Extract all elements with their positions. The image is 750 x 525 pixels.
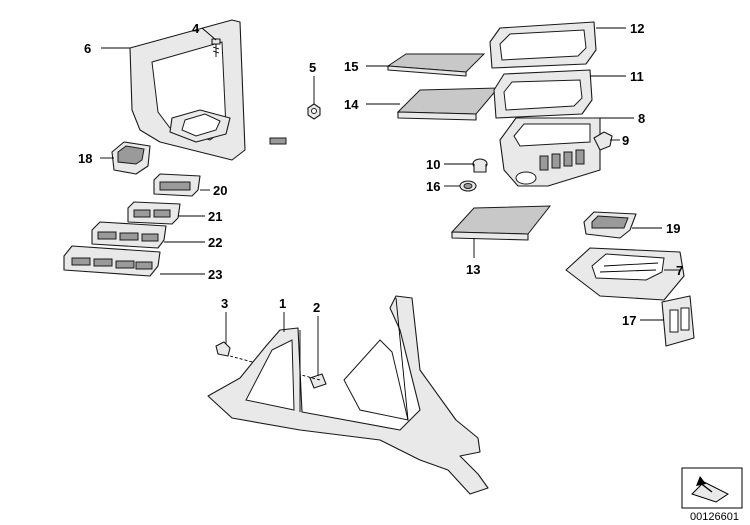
callout-13: 13 <box>466 262 480 277</box>
callout-3: 3 <box>221 296 228 311</box>
part-13-grille[interactable] <box>450 205 552 241</box>
part-6-shift-trim-frame[interactable] <box>129 19 287 161</box>
callout-23: 23 <box>208 267 222 282</box>
callout-4: 4 <box>192 21 200 36</box>
callout-1: 1 <box>279 296 286 311</box>
part-16-plug[interactable] <box>459 180 477 192</box>
callout-9: 9 <box>622 133 629 148</box>
callout-22: 22 <box>208 235 222 250</box>
part-8-console-insert[interactable] <box>499 117 601 187</box>
part-10-plug[interactable] <box>472 158 488 173</box>
part-1-center-console[interactable] <box>207 295 489 495</box>
part-4-screw[interactable] <box>211 38 221 57</box>
part-17-bracket[interactable] <box>661 295 695 347</box>
callout-11: 11 <box>630 69 644 84</box>
part-7-frame[interactable] <box>565 247 685 301</box>
part-20-cover[interactable] <box>153 173 201 197</box>
part-22-cover[interactable] <box>91 221 167 249</box>
part-14-grille[interactable] <box>396 87 500 121</box>
part-5-nut[interactable] <box>307 103 321 120</box>
part-11-storage-tray[interactable] <box>493 69 593 119</box>
callout-16: 16 <box>426 179 440 194</box>
callout-15: 15 <box>344 59 358 74</box>
callout-19: 19 <box>666 221 680 236</box>
callout-6: 6 <box>84 41 91 56</box>
callout-17: 17 <box>622 313 636 328</box>
callout-12: 12 <box>630 21 644 36</box>
orientation-arrow-icon <box>681 467 743 509</box>
callout-5: 5 <box>309 60 316 75</box>
part-19-switch[interactable] <box>583 211 637 239</box>
part-23-cover[interactable] <box>63 245 161 277</box>
document-number: 00126601 <box>690 511 739 523</box>
callout-18: 18 <box>78 151 92 166</box>
leader-lines <box>100 27 680 376</box>
part-12-storage-tray[interactable] <box>489 21 597 69</box>
callout-14: 14 <box>344 97 359 112</box>
callout-2: 2 <box>313 300 320 315</box>
part-2-screw[interactable] <box>309 373 327 389</box>
callout-8: 8 <box>638 111 645 126</box>
part-3-clip[interactable] <box>215 341 231 357</box>
part-15-grille[interactable] <box>386 53 486 77</box>
part-9-clip[interactable] <box>593 131 613 151</box>
callout-10: 10 <box>426 157 440 172</box>
callout-20: 20 <box>213 183 227 198</box>
part-21-cover[interactable] <box>127 201 181 225</box>
part-18-switch-block[interactable] <box>111 141 151 175</box>
callout-7: 7 <box>676 263 683 278</box>
callout-labels: 6 4 5 18 20 21 22 23 15 14 12 11 8 9 10 … <box>78 21 683 328</box>
callout-21: 21 <box>208 209 222 224</box>
